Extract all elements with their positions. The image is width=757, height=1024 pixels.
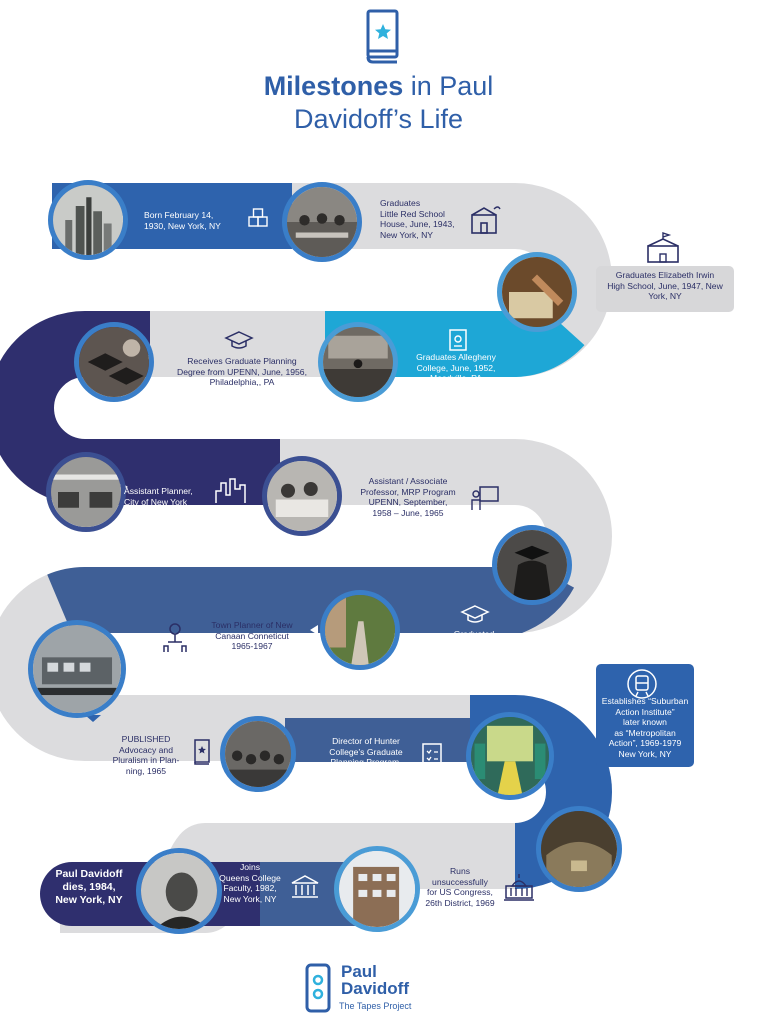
photo-new-york-skyline xyxy=(48,180,128,260)
milestone-new-canaan: Town Planner of New Canaan Conneticut 19… xyxy=(211,620,293,651)
photo-subway-car xyxy=(466,712,554,800)
photo-congress-chamber xyxy=(536,806,622,892)
arrow-published xyxy=(85,715,101,722)
photo-planning-office xyxy=(46,452,126,532)
diploma-icon xyxy=(449,329,467,351)
title-line2: Davidoff’s Life xyxy=(293,104,464,134)
photo-portrait xyxy=(136,848,222,934)
callout-suburban-action: Establishes “Suburban Action Institute” … xyxy=(596,664,694,767)
title-bold: Milestones xyxy=(263,71,404,101)
milestone-professor: Assistant / Associate Professor, MRP Pro… xyxy=(360,476,456,518)
milestone-allegheny: Graduates Allegheny College, June, 1952,… xyxy=(416,352,496,383)
columns-building-icon xyxy=(291,875,319,898)
graduation-cap-icon xyxy=(224,331,254,349)
logo-name: Paul Davidoff xyxy=(341,962,409,998)
photo-classroom xyxy=(282,182,362,262)
page-title: Milestones in Paul Davidoff’s Life xyxy=(0,70,757,136)
photo-writing-hand xyxy=(497,252,577,332)
graduation-cap-icon-2 xyxy=(460,605,490,623)
abc-blocks-icon xyxy=(248,208,268,227)
milestone-born: Born February 14, 1930, New York, NY xyxy=(144,210,221,231)
photo-garden-path xyxy=(320,590,400,670)
title-rest: in Paul xyxy=(403,71,494,101)
city-skyline-icon xyxy=(215,478,246,503)
road-seg-steel xyxy=(47,555,575,637)
milestone-little-red: Graduates Little Red School House, June,… xyxy=(380,198,455,240)
school-building-icon xyxy=(471,206,501,234)
milestone-dies: Paul Davidoff dies, 1984, New York, NY xyxy=(55,868,123,906)
milestone-law-school: Graduated UPENN Law School, June 1961 xyxy=(434,629,514,660)
logo-tagline: The Tapes Project xyxy=(339,1001,412,1011)
callout-elizabeth-irwin: Graduates Elizabeth Irwin High School, J… xyxy=(596,266,734,312)
train-icon xyxy=(627,669,657,699)
milestone-hunter: Director of Hunter College’s Graduate Pl… xyxy=(329,736,403,788)
book-icon xyxy=(194,739,210,765)
milestone-published: PUBLISHED Advocacy and Pluralism in Plan… xyxy=(112,734,180,776)
school-flag-icon xyxy=(647,232,679,263)
photo-graduation-caps xyxy=(74,322,154,402)
checklist-icon xyxy=(422,743,442,773)
arrow-newcanaan xyxy=(310,625,318,635)
capitol-icon xyxy=(504,874,534,901)
photo-elevated-train xyxy=(28,620,126,718)
milestone-congress: Runs unsuccessfully for US Congress, 26t… xyxy=(425,866,495,908)
teacher-board-icon xyxy=(471,486,499,510)
photo-modern-building xyxy=(334,846,420,932)
photo-graduate-back xyxy=(492,525,572,605)
photo-seminar xyxy=(262,456,342,536)
milestone-upenn-planning: Receives Graduate Planning Degree from U… xyxy=(177,356,307,387)
milestone-queens: Joins Queens College Faculty, 1982, New … xyxy=(219,862,281,904)
photo-lecture-hall xyxy=(318,322,398,402)
town-planner-icon xyxy=(163,623,187,652)
cassette-logo-icon xyxy=(305,963,331,1013)
milestone-assistant-planner: Assistant Planner, City of New York 1958… xyxy=(124,486,201,517)
photo-audience xyxy=(220,716,296,792)
tapes-project-logo: Paul Davidoff The Tapes Project xyxy=(303,963,463,1015)
book-star-icon xyxy=(366,9,399,64)
